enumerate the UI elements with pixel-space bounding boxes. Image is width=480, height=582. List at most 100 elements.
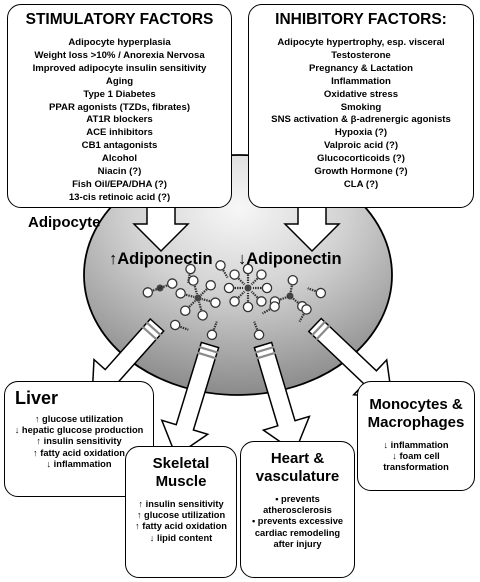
molecule-stalk <box>201 297 213 303</box>
adiponectin-molecule <box>215 260 229 279</box>
molecule-stalk <box>200 286 210 296</box>
heart-vasculature-box: Heart & vasculature • prevents atheroscl… <box>240 441 355 578</box>
molecule-head <box>223 282 235 294</box>
molecule-head <box>256 269 267 280</box>
stimulatory-factor-item: ACE inhibitors <box>86 127 153 139</box>
adiponectin-molecule <box>298 304 312 323</box>
arrow-to-monocytes-stripe <box>315 324 331 341</box>
effect-line: ↑ fatty acid oxidation <box>33 447 125 458</box>
molecule-stalk <box>261 307 273 315</box>
multimer-core <box>194 294 202 302</box>
skeletal-muscle-box: Skeletal Muscle ↑ insulin sensitivity↑ g… <box>125 446 237 578</box>
inhibitory-factor-item: Hypoxia (?) <box>334 127 388 139</box>
effect-line: ↑ insulin sensitivity <box>138 499 224 509</box>
molecule-stalk <box>211 321 218 333</box>
stimulatory-factor-item: AT1R blockers <box>86 114 153 126</box>
effect-line: • prevents atherosclerosis <box>263 494 332 516</box>
molecule-head <box>229 296 240 307</box>
inhibitory-arrow <box>283 206 341 253</box>
arrow-to-liver-stripe <box>145 321 162 337</box>
adiponectin-molecule <box>250 269 267 286</box>
inhibitory-factor-item: Adipocyte hypertrophy, esp. visceral <box>277 37 445 48</box>
adiponectin-molecule <box>188 275 199 295</box>
molecule-head <box>261 282 273 294</box>
molecule-head <box>301 304 312 315</box>
inhibitory-title: INHIBITORY FACTORS: <box>275 11 447 28</box>
molecule-stalk <box>250 275 261 286</box>
molecule-stalk <box>235 290 246 301</box>
stimulatory-factor-item: Fish Oil/EPA/DHA (?) <box>72 178 167 190</box>
effect-line: ↓ lipid content <box>149 532 213 543</box>
skeletal-muscle-effects: ↑ insulin sensitivity↑ glucose utilizati… <box>130 499 232 544</box>
molecule-head <box>242 263 254 275</box>
effect-line: ↑ glucose utilization <box>136 510 226 521</box>
molecule-stalk <box>253 321 260 333</box>
arrow-to-monocytes-stripe <box>310 320 327 337</box>
molecule-head <box>215 260 226 271</box>
stimulatory-factor-item: CB1 antagonists <box>81 140 158 152</box>
effect-line: • prevents excessive cardiac remodeling … <box>251 516 344 549</box>
inhibitory-factor-item: Smoking <box>340 101 382 113</box>
molecule-head <box>315 287 327 299</box>
molecule-head <box>166 278 178 289</box>
stimulatory-factor-item: PPAR agonists (TZDs, fibrates) <box>48 101 191 113</box>
arrow-to-heart-stripe <box>254 345 275 354</box>
adiponectin-molecule <box>200 280 216 296</box>
effect-line: ↑ fatty acid oxidation <box>135 521 227 532</box>
molecule-stalk <box>289 283 294 295</box>
effect-line: ↑ glucose utilization <box>34 414 124 424</box>
effect-line: ↑ insulin sensitivity <box>36 436 122 447</box>
inhibitory-factor-item: Growth Hormone (?) <box>314 166 408 178</box>
stimulatory-factors-box: STIMULATORY FACTORS Adipocyte hyperplasi… <box>7 4 232 208</box>
inhibitory-factor-item: SNS activation & β-adrenergic agonists <box>271 114 451 126</box>
stimulatory-title: STIMULATORY FACTORS <box>25 11 214 28</box>
molecule-stalk <box>235 275 246 286</box>
inhibitory-factor-item: Valproic acid (?) <box>323 140 399 152</box>
molecule-stalk <box>183 293 195 299</box>
effect-line: ↓ inflammation <box>383 440 449 450</box>
inhibitory-factor-item: Glucocorticoids (?) <box>317 153 405 165</box>
increase-adiponectin-label: ↑Adiponectin <box>109 250 213 268</box>
adiponectin-molecule <box>206 321 218 341</box>
stimulatory-factor-item: Adipocyte hyperplasia <box>68 37 171 48</box>
inhibitory-factor-item: CLA (?) <box>343 178 379 190</box>
arrow-to-skeletal-muscle-stripe <box>198 345 219 354</box>
stimulatory-factor-item: Aging <box>105 75 134 87</box>
molecule-stalk <box>177 324 189 331</box>
stimulatory-factor-item: Improved adipocyte insulin sensitivity <box>32 62 207 74</box>
adiponectin-molecule <box>180 300 196 316</box>
inhibitory-factor-item: Oxidative stress <box>323 88 399 100</box>
molecule-head <box>210 297 221 308</box>
stimulatory-factor-item: Alcohol <box>101 153 138 165</box>
adiponectin-molecule <box>223 282 243 294</box>
molecule-stalk <box>298 311 306 323</box>
molecule-head <box>242 301 254 313</box>
adiponectin-molecule <box>229 290 246 307</box>
molecule-stalk <box>250 290 261 301</box>
adiponectin-molecule <box>142 286 162 298</box>
arrow-to-heart-stripe <box>256 351 277 360</box>
output-arrows <box>91 317 393 458</box>
molecule-head <box>175 288 186 299</box>
adiponectin-molecule <box>175 288 195 299</box>
adiponectin-molecule <box>307 287 327 299</box>
molecule-stalk <box>186 300 196 310</box>
effect-line: ↓ hepatic glucose production <box>14 425 144 436</box>
molecule-head <box>253 329 265 341</box>
adiponectin-molecule <box>287 274 299 295</box>
stimulatory-factor-item: Weight loss >10% / Anorexia Nervosa <box>34 49 205 61</box>
inhibitory-factor-item: Inflammation <box>331 75 391 87</box>
molecule-head <box>188 275 199 286</box>
arrow-to-liver-stripe <box>141 325 158 341</box>
molecule-head <box>269 301 280 312</box>
adiponectin-molecule <box>242 293 254 313</box>
decrease-adiponectin-label: ↓Adiponectin <box>238 250 342 268</box>
effect-line: ↓ foam cell transformation <box>383 451 449 473</box>
adiponectin-molecule <box>250 290 267 307</box>
heart-vasculature-title: Heart & vasculature <box>255 450 340 485</box>
adiponectin-molecule <box>197 301 208 321</box>
molecule-stalk <box>150 286 162 293</box>
